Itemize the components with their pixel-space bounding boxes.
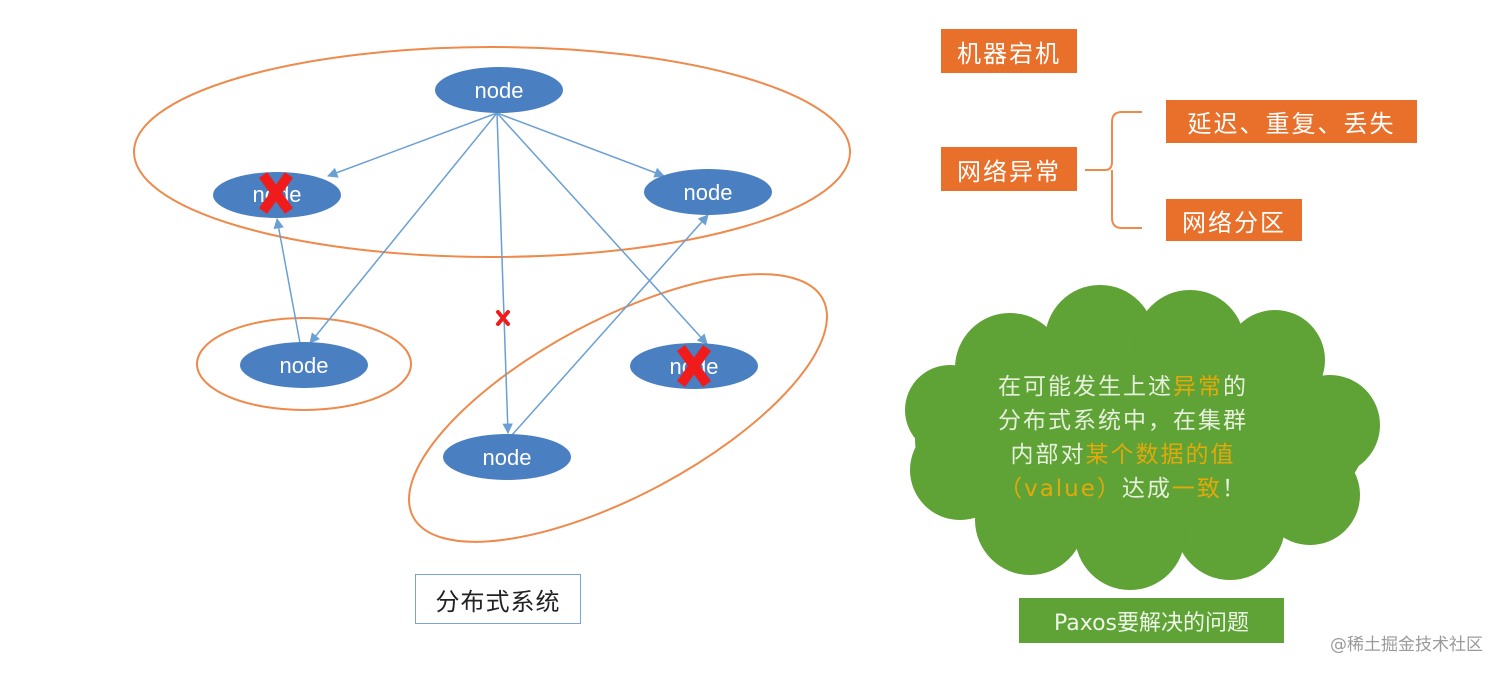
cloud-text-highlight: （value）	[999, 476, 1122, 502]
message-dropped-icon	[496, 310, 510, 326]
cloud-text-segment: 的	[1223, 374, 1248, 400]
partition-ellipse-top	[133, 46, 851, 258]
partition-ellipse-left	[196, 317, 412, 411]
paxos-problem-label: Paxos要解决的问题	[1019, 598, 1284, 643]
cloud-text-segment: 内部对	[1010, 442, 1086, 468]
cloud-text-highlight: 一致	[1171, 476, 1222, 502]
distributed-system-label-text: 分布式系统	[435, 587, 561, 616]
edge-top-to-left-upper	[327, 112, 498, 178]
cloud-text-highlight: 异常	[1173, 374, 1223, 400]
distributed-system-label: 分布式系统	[415, 574, 581, 624]
node-left-lower[interactable]: node	[240, 342, 368, 388]
edge-top-to-left-lower	[309, 112, 498, 344]
cloud-line-3: 内部对某个数据的值	[958, 438, 1288, 472]
edge-bottom-to-right-upper	[511, 214, 709, 436]
delay-dup-loss-box: 延迟、重复、丢失	[1166, 100, 1417, 143]
delay-dup-loss-label: 延迟、重复、丢失	[1187, 110, 1396, 138]
node-label: node	[684, 180, 733, 205]
cloud-text-highlight: 某个数据的值	[1085, 442, 1236, 468]
brace-icon	[1085, 111, 1142, 229]
edge-top-to-bottom	[496, 112, 513, 435]
network-partition-box: 网络分区	[1166, 199, 1302, 241]
node-bottom[interactable]: node	[443, 434, 571, 480]
cloud-line-1: 在可能发生上述异常的	[958, 370, 1288, 404]
node-failed-cross-icon	[676, 345, 712, 387]
cloud-line-4: （value）达成一致！	[958, 472, 1288, 506]
cloud-shape	[905, 285, 1380, 590]
node-top[interactable]: node	[435, 67, 563, 113]
cloud-text-segment: 达成	[1121, 476, 1172, 502]
node-label: node	[483, 445, 532, 470]
node-right-upper[interactable]: node	[644, 169, 772, 215]
node-label: node	[475, 78, 524, 103]
node-failed-cross-icon	[258, 172, 294, 214]
edge-left-lower-to-left-upper	[273, 217, 301, 344]
paxos-problem-label-text: Paxos要解决的问题	[1053, 610, 1250, 636]
edge-top-to-right-lower	[496, 112, 708, 345]
edges	[273, 112, 709, 436]
partition-ellipse-right	[408, 273, 828, 543]
edge-top-to-right-upper	[496, 112, 665, 178]
cloud-text-segment: 在可能发生上述	[998, 374, 1173, 400]
cloud-text: 在可能发生上述异常的 分布式系统中，在集群 内部对某个数据的值 （value）达…	[958, 370, 1288, 506]
machine-crash-label: 机器宕机	[957, 39, 1061, 68]
cloud-line-2: 分布式系统中，在集群	[958, 404, 1288, 438]
machine-crash-box: 机器宕机	[941, 29, 1077, 73]
network-partition-label: 网络分区	[1182, 208, 1286, 237]
watermark: @稀土掘金技术社区	[1330, 635, 1483, 655]
cloud-text-segment: 分布式系统中，在集群	[998, 408, 1248, 434]
node-label: node	[280, 353, 329, 378]
network-anomaly-box: 网络异常	[941, 147, 1077, 191]
network-anomaly-label: 网络异常	[957, 157, 1061, 186]
cloud-text-segment: ！	[1221, 476, 1247, 502]
